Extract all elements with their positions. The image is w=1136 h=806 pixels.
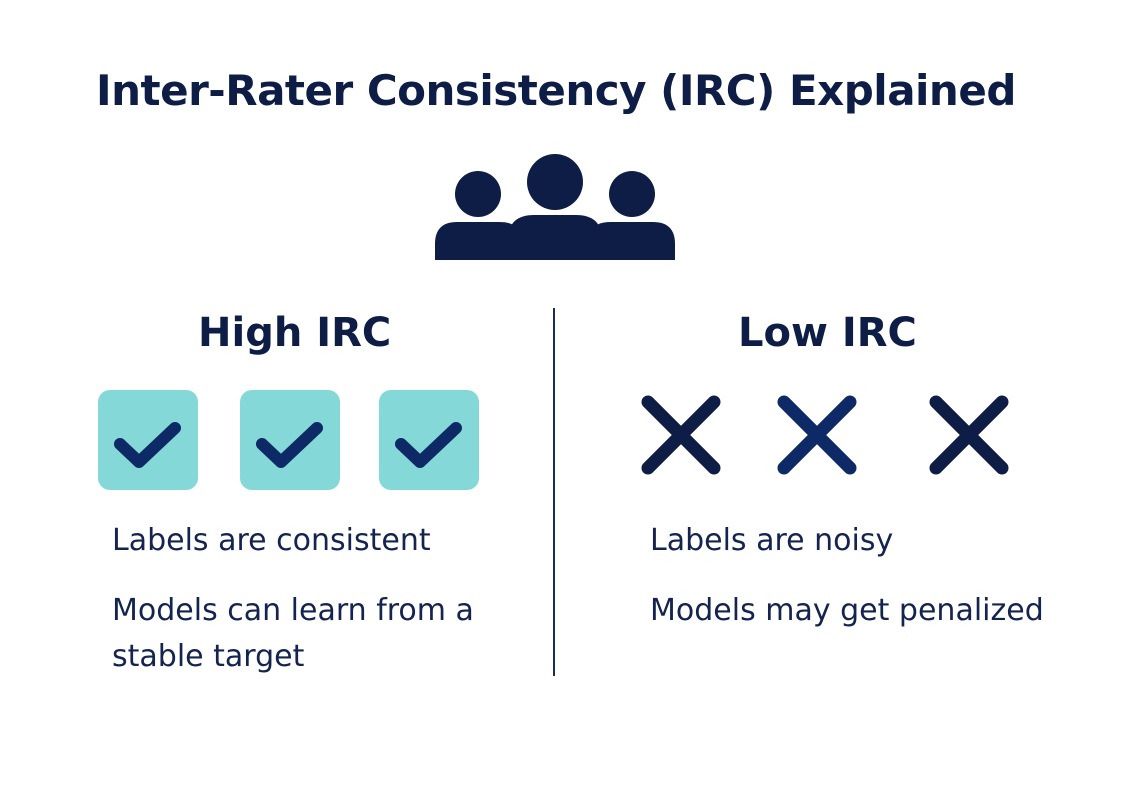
low-irc-heading: Low IRC <box>738 310 917 356</box>
x-mark-icon <box>929 395 1009 475</box>
x-mark-icon <box>777 395 857 475</box>
checkmark-icon <box>98 390 198 490</box>
people-group-icon <box>435 154 675 260</box>
high-irc-heading: High IRC <box>198 310 392 356</box>
page-title: Inter-Rater Consistency (IRC) Explained <box>96 66 1016 115</box>
checkmark-icon <box>379 390 479 490</box>
section-divider <box>553 308 555 676</box>
low-irc-point: Models may get penalized <box>650 593 1044 628</box>
x-mark-icon <box>641 395 721 475</box>
high-irc-point: Labels are consistent <box>112 523 431 558</box>
high-irc-point: Models can learn from a stable target <box>112 593 474 674</box>
low-irc-point: Labels are noisy <box>650 523 894 558</box>
checkmark-icon <box>240 390 340 490</box>
